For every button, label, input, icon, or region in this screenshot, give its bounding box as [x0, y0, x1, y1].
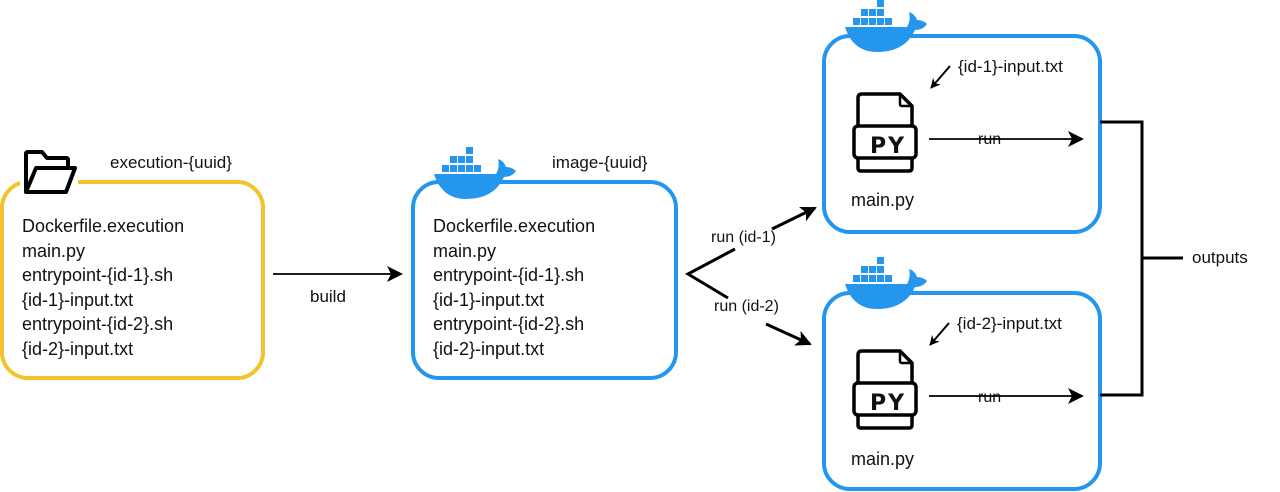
- run-id-2-arrow: [765, 322, 812, 346]
- outputs-label: outputs: [1192, 248, 1248, 267]
- run-id-1-label: run (id-1): [711, 229, 776, 246]
- build-label: build: [310, 287, 346, 306]
- python-file-icon: [852, 349, 918, 431]
- outputs-bracket: [1100, 120, 1183, 397]
- input-2-arrow: [929, 322, 950, 346]
- folder-open-icon: [20, 148, 78, 196]
- execution-folder-label: execution-{uuid}: [110, 153, 232, 172]
- file-item: Dockerfile.execution: [433, 216, 596, 236]
- container-1-file-label: main.py: [851, 190, 915, 210]
- docker-whale-icon: [843, 0, 931, 54]
- container-1-input-label: {id-1}-input.txt: [958, 57, 1063, 76]
- execution-folder-box: [0, 180, 265, 380]
- file-item: Dockerfile.execution: [22, 216, 185, 236]
- image-box: [411, 180, 678, 380]
- file-item: {id-1}-input.txt: [22, 289, 134, 310]
- docker-whale-icon: [432, 143, 520, 201]
- python-file-icon: [852, 92, 918, 174]
- execution-folder-files: Dockerfile.execution main.py entrypoint-…: [22, 214, 184, 361]
- file-item: entrypoint-{id-2}.sh: [22, 314, 174, 334]
- container-2-file-label: main.py: [851, 449, 915, 469]
- container-2-run-label: run: [978, 389, 1002, 406]
- input-1-arrow: [930, 65, 951, 89]
- file-item: entrypoint-{id-1}.sh: [433, 265, 585, 285]
- file-item: entrypoint-{id-1}.sh: [22, 265, 174, 285]
- file-item: {id-1}-input.txt: [433, 289, 545, 310]
- run-fork: [684, 247, 736, 300]
- docker-whale-icon: [843, 253, 931, 311]
- file-item: {id-2}-input.txt: [22, 338, 134, 359]
- image-files: Dockerfile.execution main.py entrypoint-…: [433, 214, 595, 361]
- python-file-badge: PY: [870, 391, 907, 416]
- python-file-badge: PY: [870, 134, 907, 159]
- file-item: entrypoint-{id-2}.sh: [433, 314, 585, 334]
- file-item: {id-2}-input.txt: [433, 338, 545, 359]
- run-id-1-arrow: [771, 206, 817, 231]
- run-id-2-label: run (id-2): [714, 298, 779, 315]
- container-2-input-label: {id-2}-input.txt: [957, 314, 1062, 333]
- image-label: image-{uuid}: [552, 153, 648, 172]
- file-item: main.py: [433, 240, 497, 261]
- file-item: main.py: [22, 240, 86, 261]
